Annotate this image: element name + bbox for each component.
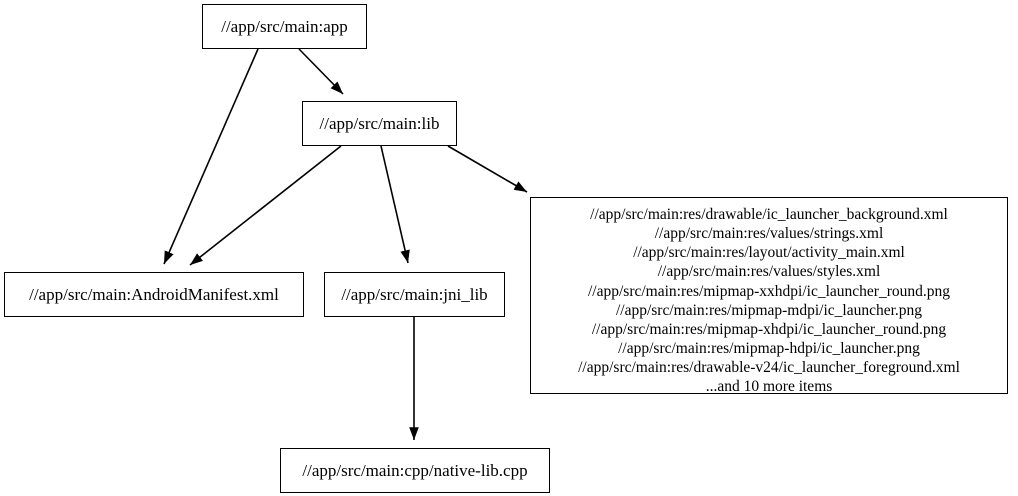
graph-node-android-manifest[interactable]: //app/src/main:AndroidManifest.xml [4, 272, 304, 317]
edge-lib-to-jni-lib [380, 145, 410, 264]
graph-node-lib[interactable]: //app/src/main:lib [302, 101, 457, 146]
graph-node-jni-lib[interactable]: //app/src/main:jni_lib [324, 272, 505, 317]
graph-node-res-group-label: //app/src/main:res/drawable/ic_launcher_… [578, 206, 960, 396]
graph-node-app-label: //app/src/main:app [221, 17, 348, 36]
edge-app-to-lib [298, 48, 344, 95]
graph-node-app[interactable]: //app/src/main:app [202, 4, 367, 49]
edge-app-to-manifest [163, 48, 259, 265]
graph-node-res-group[interactable]: //app/src/main:res/drawable/ic_launcher_… [530, 197, 1008, 396]
graph-node-native-lib-cpp-label: //app/src/main:cpp/native-lib.cpp [302, 461, 528, 480]
graph-node-jni-lib-label: //app/src/main:jni_lib [341, 285, 488, 304]
graph-node-android-manifest-label: //app/src/main:AndroidManifest.xml [29, 285, 279, 304]
edge-lib-to-manifest [189, 145, 342, 266]
graph-node-lib-label: //app/src/main:lib [319, 114, 440, 133]
graph-node-native-lib-cpp[interactable]: //app/src/main:cpp/native-lib.cpp [280, 448, 550, 493]
edge-lib-to-res-group [447, 145, 528, 193]
